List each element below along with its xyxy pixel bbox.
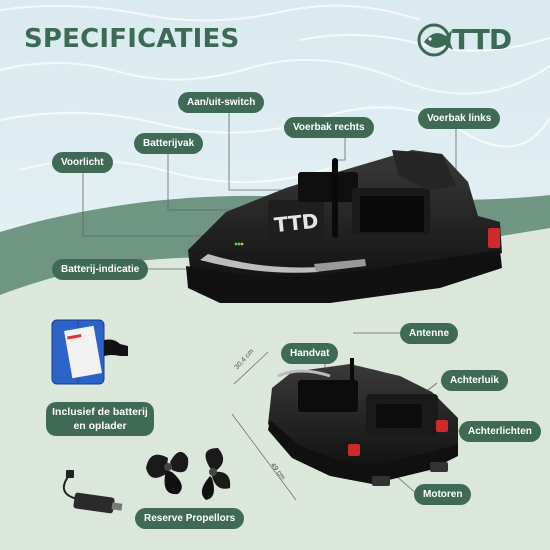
callout-motoren: Motoren: [414, 484, 472, 505]
battery-caption-line2: en oplader: [73, 420, 127, 432]
spare-propellers: [146, 448, 231, 500]
boat-main: TTD: [186, 150, 502, 303]
callout-handvat: Handvat: [281, 343, 339, 364]
callout-achterluik: Achterluik: [441, 370, 508, 391]
antenna-shape: [332, 158, 338, 238]
callout-aan-uit-switch: Aan/uit-switch: [178, 92, 265, 113]
callout-voerbak-rechts: Voerbak rechts: [284, 117, 374, 138]
callout-antenne: Antenne: [400, 323, 458, 344]
charger: [63, 470, 123, 514]
fish-icon: [417, 23, 453, 57]
battery-caption-line1: Inclusief de batterij: [52, 406, 148, 418]
callout-batterij-indicatie: Batterij-indicatie: [52, 259, 149, 280]
callout-achterlichten: Achterlichten: [459, 421, 541, 442]
battery-pack: [51, 319, 128, 385]
propellers-caption: Reserve Propellors: [135, 508, 245, 529]
boat-rear: [268, 358, 458, 486]
brand-logo: [416, 20, 526, 60]
brand-logo-text: TTD: [452, 23, 512, 56]
boat-logo-text: TTD: [273, 209, 320, 238]
page-title: SPECIFICATIES: [24, 24, 240, 54]
callout-voorlicht: Voorlicht: [52, 152, 113, 173]
callout-batterijvak: Batterijvak: [134, 133, 204, 154]
dimension-lines: [231, 351, 297, 501]
callout-voerbak-links: Voerbak links: [418, 108, 501, 129]
battery-caption: Inclusief de batterij en oplader: [46, 402, 154, 436]
